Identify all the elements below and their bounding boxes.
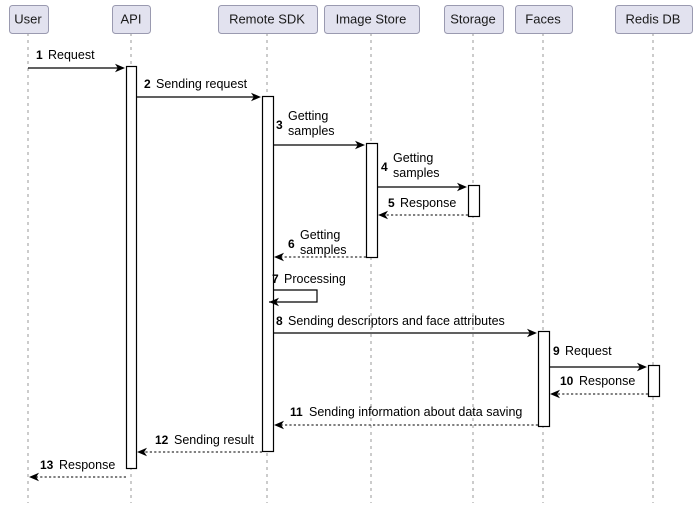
participant-box-image-store [324, 5, 420, 34]
message-1[interactable]: 1 Request [28, 48, 125, 73]
message-seq-5: 5 [388, 196, 395, 210]
participant-redis-db[interactable]: Redis DB [615, 5, 693, 34]
participant-label-api: API [121, 11, 142, 26]
message-text-12: Sending result [174, 433, 254, 447]
message-seq-8: 8 [276, 314, 283, 328]
activation-bar-faces [537, 330, 551, 428]
arrowhead-4 [457, 182, 467, 192]
participant-user[interactable]: User [9, 5, 49, 34]
message-text-3-line-2: samples [288, 124, 335, 138]
arrowhead-7 [269, 297, 279, 307]
message-text-8: Sending descriptors and face attributes [288, 314, 505, 328]
message-seq-6: 6 [288, 237, 295, 251]
message-line-7 [269, 289, 318, 303]
activation-bar-storage [467, 184, 481, 218]
message-seq-4: 4 [381, 160, 388, 174]
message-text-3-line-1: Getting [288, 109, 328, 123]
arrowhead-10 [550, 389, 560, 399]
message-seq-11: 11 [290, 405, 303, 419]
message-9[interactable]: 9 Request [549, 344, 647, 372]
participant-box-faces [515, 5, 573, 34]
message-text-9: Request [565, 344, 612, 358]
message-seq-2: 2 [144, 77, 151, 91]
message-text-5: Response [400, 196, 456, 210]
message-7[interactable]: 7 Processing [269, 272, 346, 307]
message-seq-10: 10 [560, 374, 574, 388]
activation-bar-image-store [365, 142, 379, 259]
arrowhead-12 [137, 447, 147, 457]
participant-label-remote-sdk: Remote SDK [229, 11, 305, 26]
arrowhead-1 [115, 63, 125, 73]
arrowhead-5 [378, 210, 388, 220]
arrowhead-9 [637, 362, 647, 372]
participant-storage[interactable]: Storage [444, 5, 504, 34]
participant-label-image-store: Image Store [336, 11, 407, 26]
message-12[interactable]: 12 Sending result [137, 433, 262, 457]
participant-box-remote-sdk [218, 5, 318, 34]
arrowhead-8 [527, 328, 537, 338]
message-11[interactable]: 11 Sending information about data saving [274, 405, 538, 430]
participant-box-storage [444, 5, 504, 34]
participant-label-storage: Storage [450, 11, 496, 26]
participant-box-redis-db [615, 5, 693, 34]
message-text-6-line-2: samples [300, 243, 347, 257]
arrowhead-6 [274, 252, 284, 262]
activation-bar-redis-db [647, 364, 661, 398]
message-2[interactable]: 2 Sending request [136, 77, 261, 102]
message-text-4-line-1: Getting [393, 151, 433, 165]
participant-label-redis-db: Redis DB [626, 11, 681, 26]
message-seq-12: 12 [155, 433, 169, 447]
arrowhead-13 [29, 472, 39, 482]
message-text-11: Sending information about data saving [309, 405, 522, 419]
participant-api[interactable]: API [112, 5, 151, 34]
message-5[interactable]: 5 Response [378, 196, 468, 220]
participants-layer: User API Remote SDK Image Store Storage Faces… [9, 5, 693, 34]
message-seq-13: 13 [40, 458, 54, 472]
message-text-4-line-2: samples [393, 166, 440, 180]
participant-box-user [9, 5, 49, 34]
message-seq-9: 9 [553, 344, 560, 358]
participant-faces[interactable]: Faces [515, 5, 573, 34]
message-seq-3: 3 [276, 118, 283, 132]
participant-label-user: User [14, 11, 42, 26]
participant-label-faces: Faces [525, 11, 561, 26]
activations-layer [125, 65, 661, 470]
message-seq-1: 1 [36, 48, 43, 62]
message-text-6-line-1: Getting [300, 228, 340, 242]
message-seq-7: 7 [272, 272, 279, 286]
arrowhead-2 [251, 92, 261, 102]
message-text-13: Response [59, 458, 115, 472]
message-10[interactable]: 10 Response [550, 374, 648, 399]
message-8[interactable]: 8 Sending descriptors and face attributes [273, 314, 537, 338]
activation-bar-remote-sdk [261, 95, 275, 453]
message-text-7: Processing [284, 272, 346, 286]
participant-remote-sdk[interactable]: Remote SDK [218, 5, 318, 34]
message-text-1: Request [48, 48, 95, 62]
activation-bar-api [125, 65, 138, 470]
message-text-2: Sending request [156, 77, 248, 91]
participant-image-store[interactable]: Image Store [324, 5, 420, 34]
message-13[interactable]: 13 Response [29, 458, 126, 482]
participant-box-api [112, 5, 151, 34]
message-text-10: Response [579, 374, 635, 388]
arrowhead-11 [274, 420, 284, 430]
arrowhead-3 [355, 140, 365, 150]
lifelines-layer [27, 33, 654, 503]
